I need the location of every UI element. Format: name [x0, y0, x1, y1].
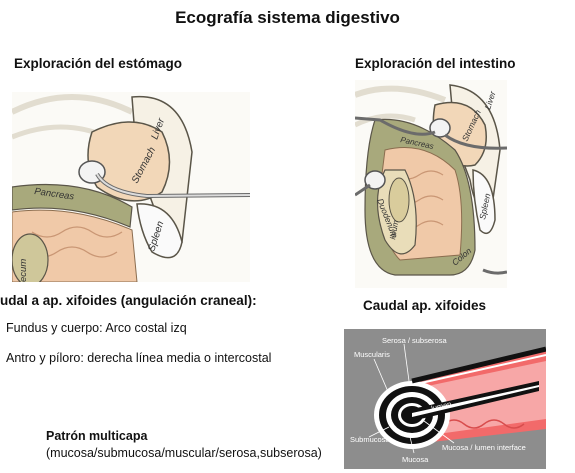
bullet-fundus-body: Fundus y cuerpo: Arco costal izq	[6, 321, 187, 335]
serosa-label: Serosa / subserosa	[382, 336, 447, 345]
caudal-xiphoid-cranial-heading: udal a ap. xifoides (angulación craneal)…	[0, 293, 257, 308]
mucosa-lumen-interface-label: Mucosa / lumen interface	[442, 443, 526, 452]
slide-title: Ecografía sistema digestivo	[175, 8, 400, 27]
bullet-antrum-pylorus: Antro y píloro: derecha línea media o in…	[6, 351, 272, 365]
stomach-heading: Exploración del estómago	[14, 56, 183, 71]
pattern-title: Patrón multicapa	[46, 429, 148, 443]
stomach-cecum-label: ecum	[18, 259, 29, 282]
intestine-ileum-label: Ileum	[388, 219, 400, 240]
intestine-heading: Exploración del intestino	[355, 56, 516, 71]
stomach-exploration-illustration: Liver Stomach Pancreas Spleen ecum	[12, 92, 250, 282]
submucosa-label: Submucosa	[350, 435, 390, 444]
caudal-xiphoid-heading: Caudal ap. xifoides	[363, 298, 487, 313]
mucosa-label: Mucosa	[402, 455, 429, 464]
muscularis-label: Muscularis	[354, 350, 390, 359]
intestine-exploration-illustration: Liver Stomach Pancreas Spleen Ileum Duod…	[355, 80, 507, 288]
pattern-detail: (mucosa/submucosa/muscular/serosa,subser…	[46, 446, 322, 460]
bowel-wall-layers-diagram: Serosa / subserosa Muscularis lumen Subm…	[344, 329, 546, 469]
